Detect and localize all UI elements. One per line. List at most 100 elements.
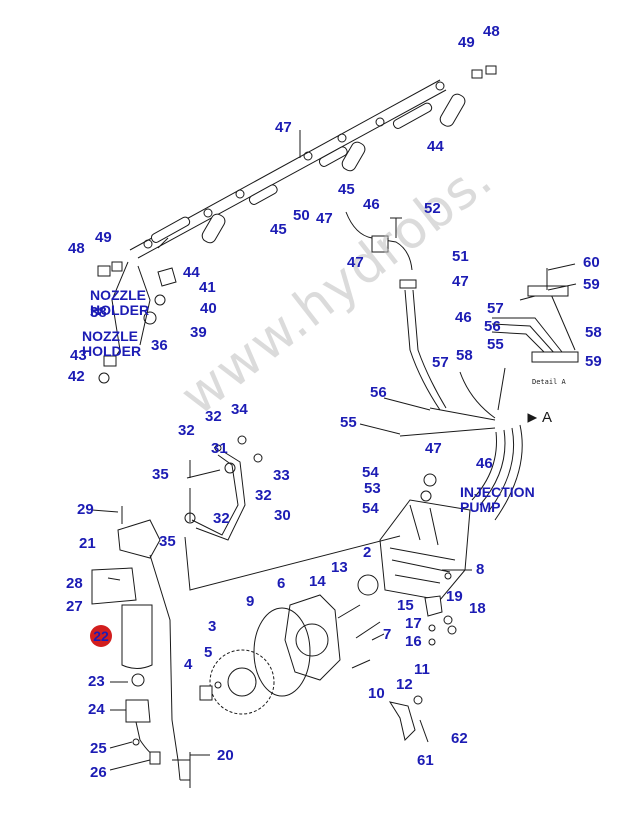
callout: 17	[405, 615, 422, 632]
callout: 25	[90, 740, 107, 757]
bracket	[388, 701, 416, 741]
callout: 39	[190, 324, 207, 341]
bolt	[237, 435, 247, 445]
callout: 40	[200, 300, 217, 317]
front-cover	[284, 594, 341, 681]
fuel-pipe-section	[248, 184, 278, 205]
fuel-pipe-section	[392, 102, 433, 129]
injection-pump-detail	[389, 504, 456, 584]
callout: 51	[452, 248, 469, 265]
injection-line	[491, 323, 557, 356]
clip	[337, 133, 347, 143]
callout: 13	[331, 559, 348, 576]
nozzle-holder-note: NOZZLE HOLDER	[90, 287, 150, 318]
injector-body	[341, 141, 366, 172]
callout: 9	[246, 593, 255, 610]
callout: 59	[583, 276, 600, 293]
callout: 56	[484, 318, 501, 335]
injector-body	[439, 93, 466, 127]
callout: 44	[427, 138, 444, 155]
callout: 41	[199, 279, 216, 296]
leader-line	[419, 719, 429, 743]
callout: 29	[77, 501, 94, 518]
fitting	[471, 69, 483, 79]
bolt	[253, 453, 263, 463]
callout: 26	[90, 764, 107, 781]
callout: 57	[432, 354, 449, 371]
injection-line	[399, 427, 496, 437]
washer	[444, 572, 452, 580]
fuel-pipe	[195, 451, 246, 541]
callout: 11	[414, 661, 430, 678]
clip	[203, 208, 213, 218]
bolt	[337, 604, 361, 619]
callout: 16	[405, 633, 422, 650]
callout: 30	[274, 507, 291, 524]
callout: 48	[68, 240, 85, 257]
bolt	[413, 695, 423, 705]
callout: 58	[456, 347, 473, 364]
washer	[428, 624, 436, 632]
callout: 28	[66, 575, 83, 592]
washer	[154, 294, 166, 306]
callout: 43	[70, 347, 87, 364]
callout: 32	[255, 487, 272, 504]
nozzle-holder	[137, 265, 151, 346]
leader-line	[547, 283, 577, 291]
callout: 21	[79, 535, 96, 552]
callout: 46	[455, 309, 472, 326]
fuel-pipe	[186, 469, 221, 479]
callout: 19	[446, 588, 463, 605]
leader-line	[109, 759, 151, 771]
injection-line	[492, 317, 563, 353]
callout: 31	[211, 440, 228, 457]
fuel-pipe	[191, 454, 239, 536]
injection-line	[494, 424, 523, 521]
callout: 35	[159, 533, 176, 550]
nut	[447, 625, 457, 635]
bolt	[371, 633, 385, 641]
clip	[143, 239, 153, 249]
washer	[443, 615, 453, 625]
callout: 47	[316, 210, 333, 227]
bracket	[371, 235, 389, 253]
leader-line	[107, 577, 121, 581]
cover-opening	[295, 623, 329, 657]
callout: 32	[213, 510, 230, 527]
fuel-pipe-section	[150, 216, 191, 243]
callout: 56	[370, 384, 387, 401]
callout: 58	[585, 324, 602, 341]
injection-pump	[379, 499, 471, 601]
callout: 4	[184, 656, 193, 673]
injection-line	[491, 331, 551, 359]
callout: 3	[208, 618, 217, 635]
callout: 45	[338, 181, 355, 198]
return-hose	[412, 289, 447, 409]
clip	[375, 117, 385, 127]
filter-head	[117, 519, 161, 559]
injection-line	[479, 429, 506, 506]
nozzle-holder-note: NOZZLE HOLDER	[82, 328, 142, 359]
callout: 32	[178, 422, 195, 439]
callout: 18	[469, 600, 486, 617]
injection-line	[497, 367, 506, 411]
pump-fitting	[423, 473, 437, 487]
callout: 32	[205, 408, 222, 425]
callout: 47	[275, 119, 292, 136]
leader-line	[359, 423, 401, 435]
callout: 45	[270, 221, 287, 238]
callout: 15	[397, 597, 414, 614]
callout: 38	[90, 304, 107, 321]
arrow-a	[527, 413, 538, 423]
bolt	[428, 638, 436, 646]
detail-a-label: Detail A	[532, 378, 566, 386]
callout: 50	[293, 207, 310, 224]
callout: 6	[277, 575, 286, 592]
banjo	[184, 512, 196, 524]
wire-harness	[172, 752, 191, 788]
callout: 61	[417, 752, 434, 769]
injection-line	[429, 407, 496, 421]
washer	[214, 681, 222, 689]
washer	[214, 444, 222, 452]
